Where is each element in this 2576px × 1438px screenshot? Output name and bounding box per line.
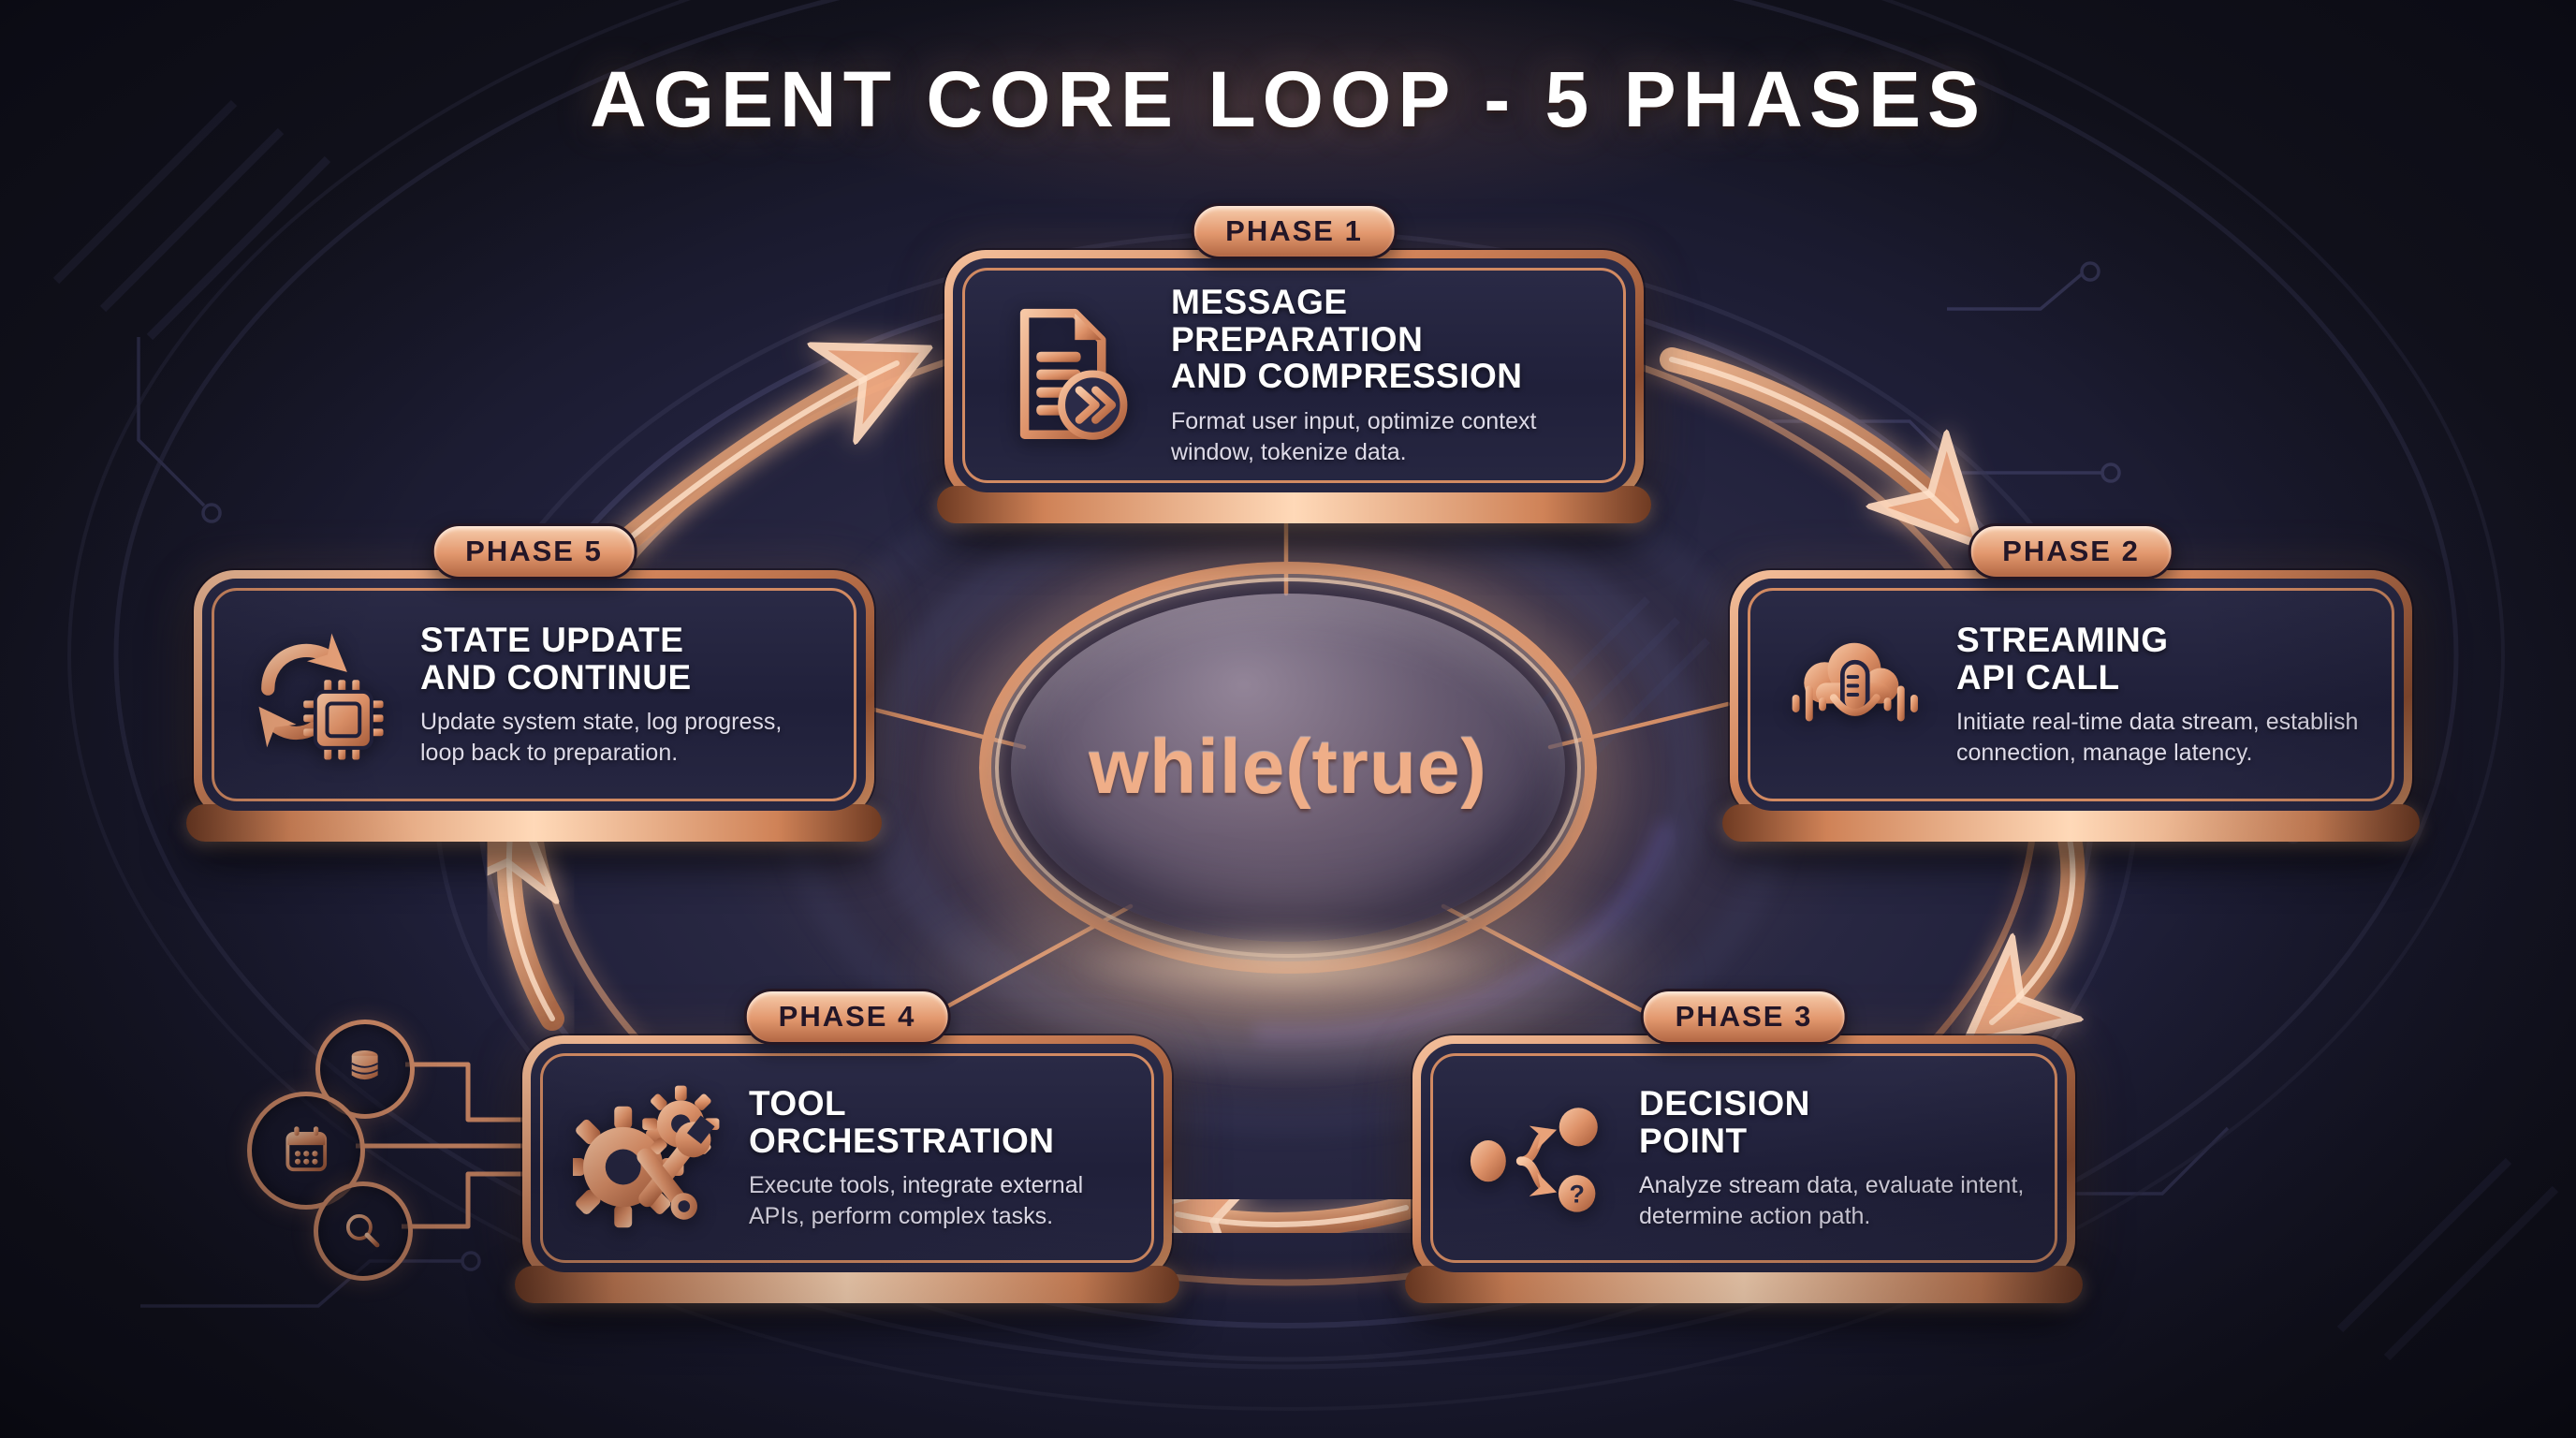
while-true-label: while(true) [1089, 725, 1487, 810]
decision-branch-icon: ? [1463, 1084, 1611, 1232]
phase-5-description: Update system state, log progress, loop … [420, 709, 783, 766]
page-title: AGENT CORE LOOP - 5 PHASES [590, 55, 1986, 143]
phase-3-badge: PHASE 3 [1640, 989, 1848, 1045]
document-compress-icon [995, 301, 1143, 449]
phase-5-heading: STATE UPDATE AND CONTINUE [420, 620, 692, 697]
phase-2-heading: STREAMING API CALL [1956, 620, 2169, 697]
phase-card-1: PHASE 1 MESSAGE PREPARATION AND COM [937, 203, 1651, 523]
phase-1-heading: MESSAGE PREPARATION AND COMPRESSION [1171, 282, 1523, 396]
phase-3-description: Analyze stream data, evaluate intent, de… [1639, 1172, 2025, 1229]
gears-wrench-icon [573, 1084, 721, 1232]
phase-2-description: Initiate real-time data stream, establis… [1956, 709, 2359, 766]
hub-bottom-glow [1068, 929, 1508, 998]
phase-card-4: PHASE 4 [515, 989, 1179, 1303]
phase-1-description: Format user input, optimize context wind… [1171, 408, 1537, 465]
phase-3-heading: DECISION POINT [1639, 1083, 1810, 1160]
arrow-phase3-to-phase4 [1178, 1208, 1418, 1225]
streaming-cloud-mic-icon [1780, 621, 1928, 769]
svg-text:?: ? [1569, 1180, 1584, 1208]
search-icon [314, 1181, 413, 1281]
center-loop-hub: while(true) [979, 562, 1597, 998]
refresh-chip-icon [244, 621, 392, 769]
phase-card-3: PHASE 3 ? DECISION POINT Analyze s [1405, 989, 2083, 1303]
phase-4-heading: TOOL ORCHESTRATION [749, 1083, 1055, 1160]
hub-disc: while(true) [1011, 594, 1565, 942]
phase-1-badge: PHASE 1 [1191, 203, 1398, 259]
phase-5-badge: PHASE 5 [431, 523, 637, 580]
phase-4-description: Execute tools, integrate external APIs, … [749, 1172, 1084, 1229]
phase-card-2: PHASE 2 [1722, 523, 2420, 842]
phase-2-badge: PHASE 2 [1968, 523, 2174, 580]
phase-4-badge: PHASE 4 [743, 989, 951, 1045]
phase-card-5: PHASE 5 STATE UPDAT [186, 523, 882, 842]
